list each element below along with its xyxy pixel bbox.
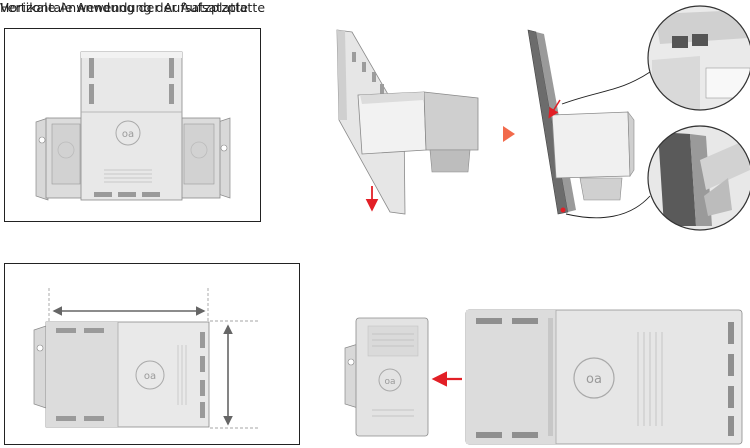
vertical-caption: Vertikale Anwendung der Aufsatzplatte xyxy=(0,0,249,15)
top-assembly-front-view: oa xyxy=(35,51,231,201)
dimensioned-plate-view: oa xyxy=(33,288,258,429)
horizontal-caption: Horizontale Anwendung der Aufsatzplatte xyxy=(0,0,266,15)
horizontal-small-plate: oa xyxy=(344,317,429,437)
horizontal-large-plate: oa xyxy=(465,309,743,445)
logo-text-large: oa xyxy=(586,372,602,387)
vertical-3d-view-1 xyxy=(336,29,479,215)
next-step-arrow xyxy=(503,126,515,142)
detail-circle-bottom xyxy=(647,125,750,231)
vertical-3d-view-2 xyxy=(527,29,651,219)
logo-text-small: oa xyxy=(384,377,395,387)
logo-text-top: oa xyxy=(122,129,134,140)
logo-text-dim: oa xyxy=(144,371,156,382)
detail-circle-top xyxy=(647,5,750,111)
